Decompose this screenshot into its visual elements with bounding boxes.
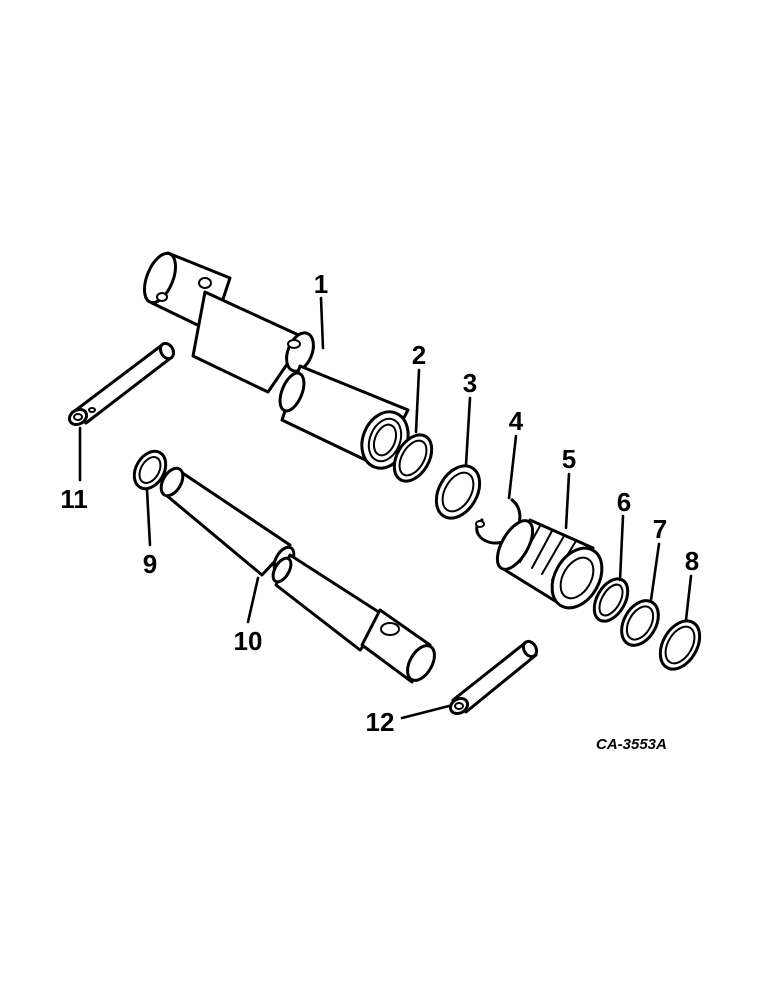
leader-5 — [564, 472, 571, 530]
callout-4: 4 — [509, 406, 524, 436]
leader-8 — [684, 574, 693, 622]
part-3-backup-ring — [434, 464, 482, 520]
part-1-cylinder-barrel — [143, 251, 410, 470]
callout-7: 7 — [653, 514, 667, 544]
part-8-seal-ring — [658, 619, 702, 671]
callout-3: 3 — [463, 368, 477, 398]
drawing-code: CA-3553A — [596, 736, 667, 753]
callout-labels: 1 2 3 4 5 6 7 8 9 10 11 12 — [60, 269, 699, 737]
part-2-o-ring — [392, 433, 434, 483]
callout-11: 11 — [60, 484, 88, 514]
leader-9 — [145, 488, 152, 547]
part-7-wear-ring — [620, 599, 660, 647]
part-9-washer — [132, 449, 168, 491]
callout-10: 10 — [234, 626, 263, 656]
leader-3 — [464, 396, 472, 467]
callout-2: 2 — [412, 340, 426, 370]
leader-7 — [649, 542, 661, 602]
callout-9: 9 — [143, 549, 157, 579]
part-10-piston-rod — [159, 466, 436, 684]
leader-6 — [618, 514, 625, 582]
callout-5: 5 — [562, 444, 576, 474]
callout-1: 1 — [314, 269, 328, 299]
callout-6: 6 — [617, 487, 631, 517]
leader-10 — [246, 576, 260, 624]
leader-2 — [414, 368, 421, 434]
leader-12 — [400, 704, 451, 720]
leader-1 — [319, 296, 325, 350]
callout-8: 8 — [685, 546, 699, 576]
part-6-o-ring — [592, 577, 630, 623]
leader-lines — [78, 296, 693, 720]
part-12-pin — [448, 639, 539, 716]
part-11-pin — [67, 341, 176, 427]
callout-12: 12 — [366, 707, 395, 737]
leader-4 — [507, 434, 518, 500]
part-5-piston — [495, 518, 604, 610]
